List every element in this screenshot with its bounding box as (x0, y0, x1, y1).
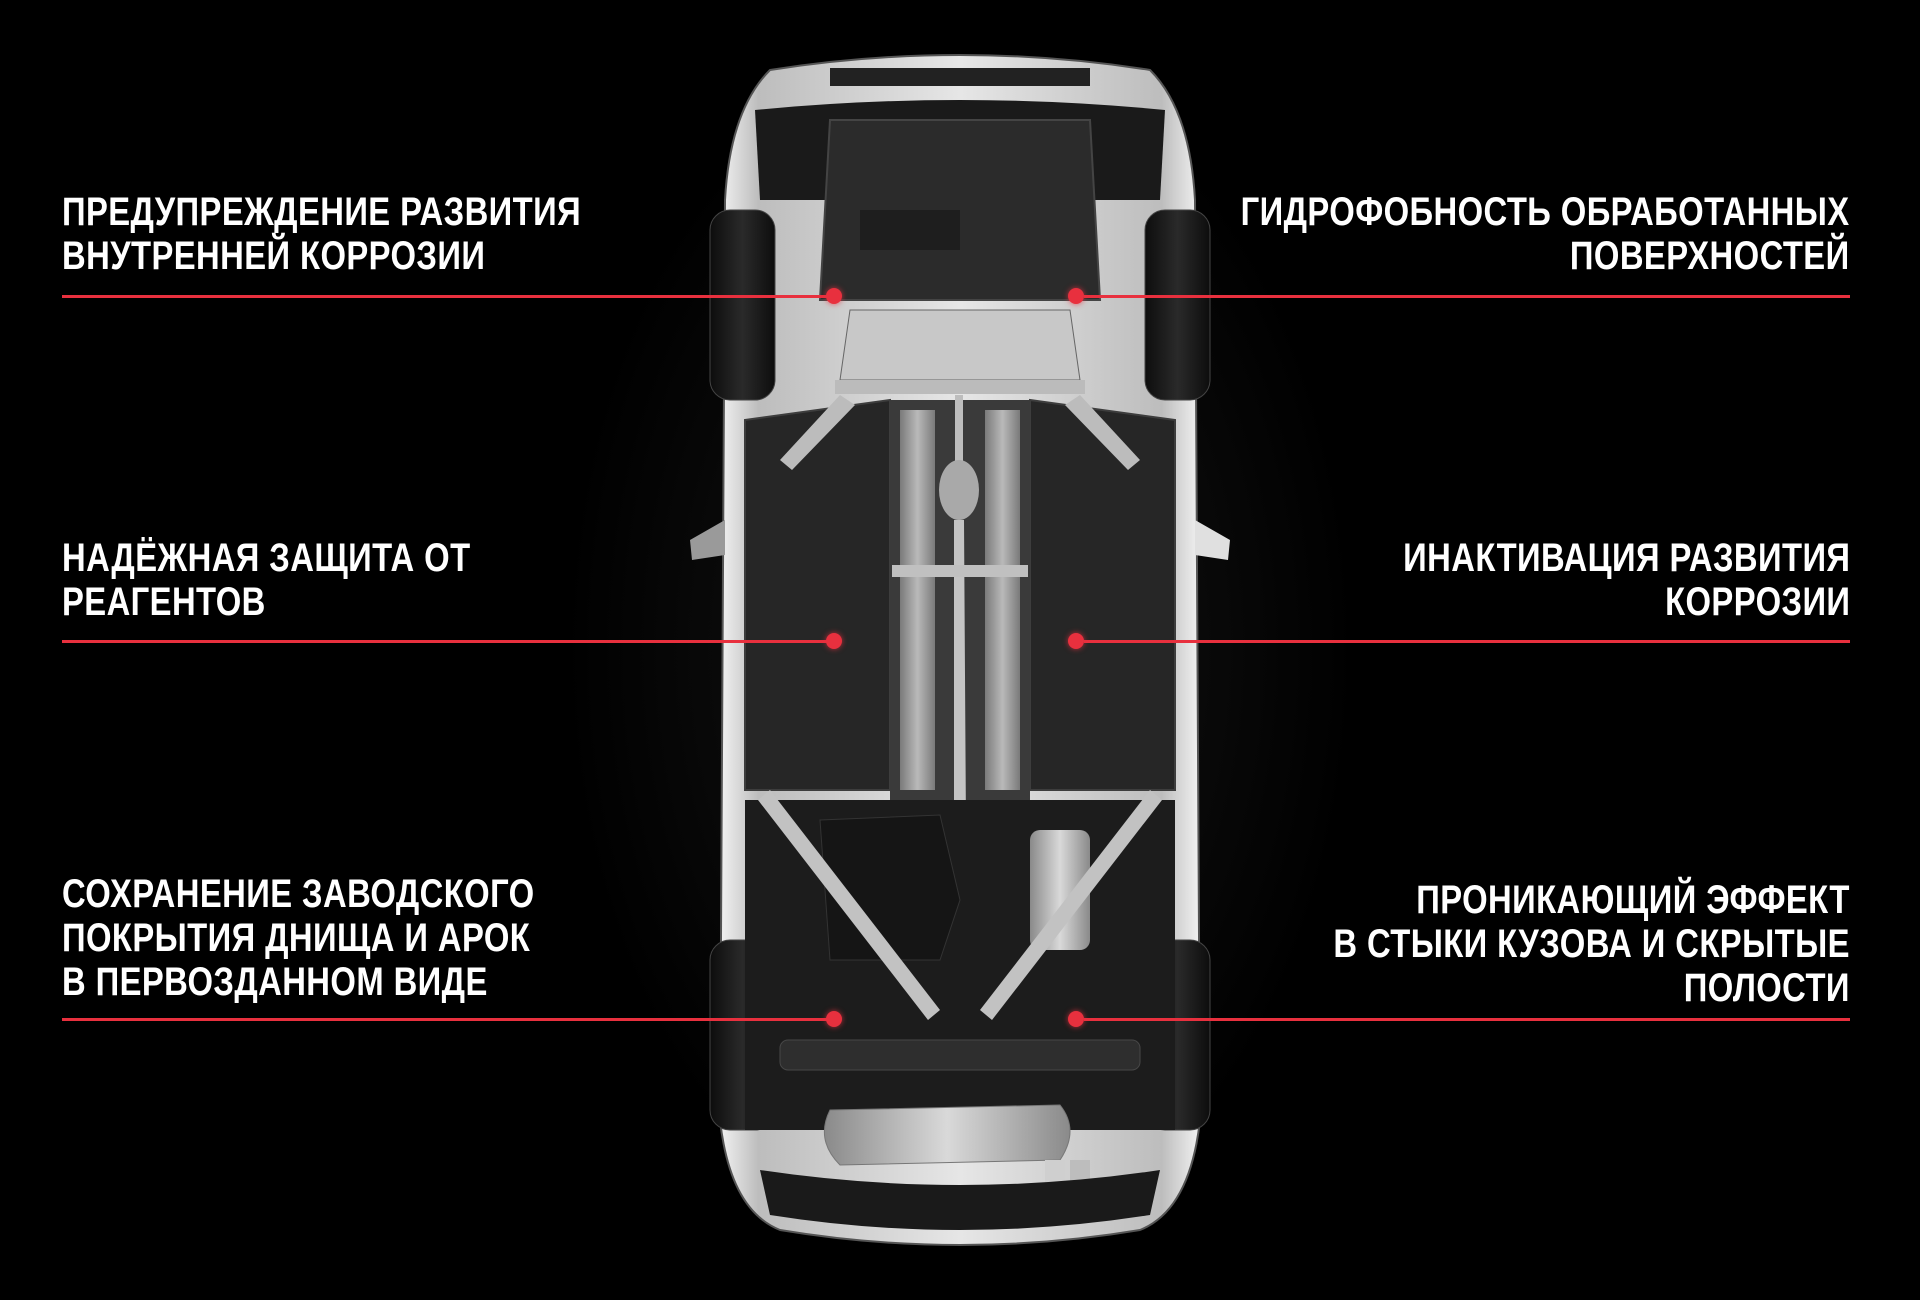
callout-bottom-right-line (1084, 1018, 1850, 1021)
front-subframe (839, 309, 1081, 381)
callout-bottom-right-line-1: ПРОНИКАЮЩИЙ ЭФФЕКТ (1416, 878, 1850, 922)
front-grille (830, 68, 1090, 86)
callout-middle-left-line-1: НАДЁЖНАЯ ЗАЩИТА ОТ (62, 536, 471, 580)
front-right-wheel (1144, 209, 1211, 401)
callout-middle-right-label: ИНАКТИВАЦИЯ РАЗВИТИЯ КОРРОЗИИ (1403, 536, 1850, 624)
callout-top-left-line-2: ВНУТРЕННЕЙ КОРРОЗИИ (62, 234, 486, 278)
callout-bottom-left-line-3: В ПЕРВОЗДАННОМ ВИДЕ (62, 960, 488, 1004)
callout-bottom-right-label: ПРОНИКАЮЩИЙ ЭФФЕКТ В СТЫКИ КУЗОВА И СКРЫ… (1334, 878, 1850, 1010)
front-left-wheel (709, 209, 776, 401)
callout-middle-right-line-2: КОРРОЗИИ (1664, 580, 1850, 624)
tunnel-brace (892, 565, 1028, 577)
exhaust-front (950, 395, 968, 480)
left-mirror (690, 520, 725, 560)
callout-bottom-right-dot (1068, 1011, 1084, 1027)
callout-top-left-dot (826, 288, 842, 304)
right-mirror (1195, 520, 1230, 560)
left-floor-panel (744, 398, 891, 791)
catalytic-converter (939, 460, 979, 520)
callout-top-left-line-1: ПРЕДУПРЕЖДЕНИЕ РАЗВИТИЯ (62, 190, 582, 234)
shield-panel (860, 210, 960, 250)
callout-bottom-left-line-2: ПОКРЫТИЯ ДНИЩА И АРОК (62, 916, 531, 960)
heat-shield-left (900, 410, 935, 790)
rear-axle (779, 1039, 1141, 1071)
right-floor-panel (1029, 398, 1176, 791)
callout-middle-left-dot (826, 633, 842, 649)
heat-shield-right (985, 410, 1020, 790)
callout-top-right-line (1084, 295, 1850, 298)
callout-bottom-left-line (62, 1018, 832, 1021)
callout-middle-right-line (1084, 640, 1850, 643)
callout-top-right-label: ГИДРОФОБНОСТЬ ОБРАБОТАННЫХ ПОВЕРХНОСТЕЙ (1241, 190, 1850, 278)
callout-middle-right-dot (1068, 633, 1084, 649)
front-right-brace (1065, 395, 1140, 470)
front-crossmember (835, 380, 1085, 394)
rear-right-brace (980, 790, 1162, 1020)
center-muffler (1030, 830, 1090, 950)
rear-bumper (760, 1170, 1160, 1230)
rear-muffler (823, 1104, 1071, 1166)
front-left-brace (780, 395, 855, 470)
callout-middle-left-line (62, 640, 832, 643)
callout-top-right-dot (1068, 288, 1084, 304)
callout-bottom-left-dot (826, 1011, 842, 1027)
callout-middle-left-label: НАДЁЖНАЯ ЗАЩИТА ОТ РЕАГЕНТОВ (62, 536, 471, 624)
callout-top-right-line-2: ПОВЕРХНОСТЕЙ (1570, 234, 1850, 278)
callout-top-left-label: ПРЕДУПРЕЖДЕНИЕ РАЗВИТИЯ ВНУТРЕННЕЙ КОРРО… (62, 190, 581, 278)
callout-bottom-left-label: СОХРАНЕНИЕ ЗАВОДСКОГО ПОКРЫТИЯ ДНИЩА И А… (62, 872, 535, 1004)
callout-top-right-line-1: ГИДРОФОБНОСТЬ ОБРАБОТАННЫХ (1241, 190, 1850, 234)
callout-bottom-right-line-2: В СТЫКИ КУЗОВА И СКРЫТЫЕ (1333, 922, 1850, 966)
callout-top-left-line (62, 295, 832, 298)
callout-middle-right-line-1: ИНАКТИВАЦИЯ РАЗВИТИЯ (1402, 536, 1850, 580)
callout-middle-left-line-2: РЕАГЕНТОВ (62, 580, 266, 624)
rear-left-brace (758, 790, 940, 1020)
callout-bottom-left-line-1: СОХРАНЕНИЕ ЗАВОДСКОГО (62, 872, 535, 916)
callout-bottom-right-line-3: ПОЛОСТИ (1683, 966, 1850, 1010)
